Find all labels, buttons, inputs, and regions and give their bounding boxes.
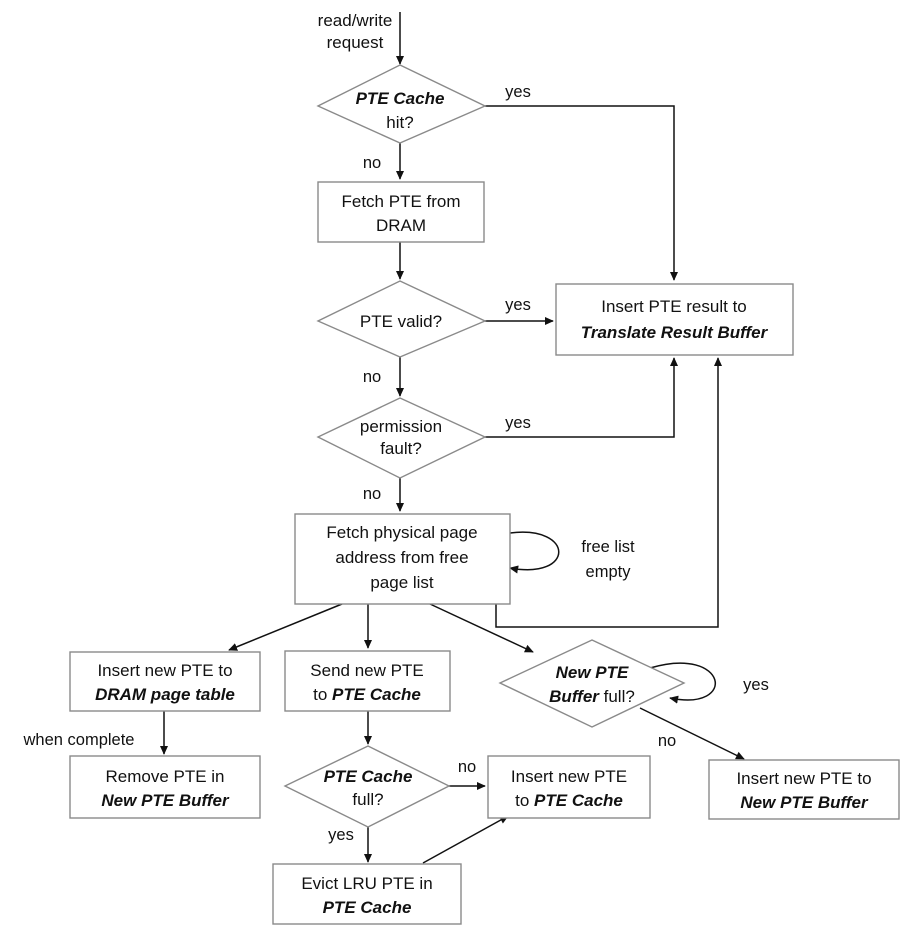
text-line: Remove PTE in (105, 767, 224, 786)
evict-lru-box (272, 863, 462, 925)
remove-pte-box (69, 755, 261, 819)
request-text: read/write request (318, 11, 393, 52)
free-list-empty-label-1: free list (581, 538, 635, 556)
edge-buffer-full-no (639, 707, 745, 760)
text-line: Send new PTE (310, 661, 423, 680)
text-line: Insert new PTE to (97, 661, 232, 680)
node-texts: read/write request PTE Cache hit? Fetch PT… (95, 11, 871, 917)
buffer-full-text: New PTE Buffer full? (549, 663, 635, 706)
text-line: Evict LRU PTE in (301, 874, 432, 893)
text-line: New PTE (556, 663, 629, 682)
text-line: full? (352, 790, 383, 809)
text-line: PTE valid? (360, 312, 442, 331)
insert-cache-box (487, 755, 651, 819)
text-line: Fetch PTE from (341, 192, 460, 211)
edge-buffer-full-yes-loop (649, 662, 717, 704)
pte-valid-diamond (316, 280, 487, 358)
edge-cache-hit-yes (485, 105, 679, 281)
text-line: hit? (386, 113, 413, 132)
cache-hit-yes-label: yes (505, 83, 531, 101)
text-line: Translate Result Buffer (581, 323, 769, 342)
fetch-phys-text: Fetch physical page address from free page… (326, 523, 477, 592)
evict-lru-text: Evict LRU PTE in PTE Cache (301, 874, 432, 917)
text-line: page list (370, 573, 434, 592)
insert-dram-pt-box (69, 651, 261, 712)
text-line: DRAM (376, 216, 426, 235)
cache-full-text: PTE Cache full? (324, 767, 413, 809)
insert-cache-text: Insert new PTE to PTE Cache (511, 767, 627, 810)
pte-valid-text: PTE valid? (360, 312, 442, 331)
valid-yes-label: yes (505, 296, 531, 314)
text-line: Fetch physical page (326, 523, 477, 542)
text-line: New PTE Buffer (101, 791, 230, 810)
edge-fetch-phys-to-dram-pt (228, 603, 343, 651)
text-line: Insert new PTE (511, 767, 627, 786)
send-cache-text: Send new PTE to PTE Cache (310, 661, 423, 704)
text-line: Insert new PTE to (736, 769, 871, 788)
insert-buffer-box (708, 759, 900, 820)
text-line: Buffer full? (549, 687, 635, 706)
edge-perm-yes (485, 357, 679, 438)
buffer-full-diamond (498, 639, 686, 728)
perm-no-label: no (363, 485, 381, 503)
edge-fetch-phys-to-buffer-full (429, 603, 534, 653)
text-line: New PTE Buffer (740, 793, 869, 812)
text-line: permission (360, 417, 442, 436)
free-list-empty-label-2: empty (586, 563, 632, 581)
insert-result-box (555, 283, 794, 356)
buffer-full-no-label: no (658, 732, 676, 750)
cache-full-no-label: no (458, 758, 476, 776)
perm-fault-diamond (316, 397, 487, 479)
buffer-full-yes-label: yes (743, 676, 769, 694)
cache-full-diamond (283, 745, 451, 828)
text-line: PTE Cache (324, 767, 413, 786)
perm-yes-label: yes (505, 414, 531, 432)
text-line: to PTE Cache (313, 685, 421, 704)
edge-evict-to-insert-cache (422, 815, 509, 864)
text-line: to PTE Cache (515, 791, 623, 810)
insert-result-text: Insert PTE result to Translate Result Buf… (581, 297, 769, 342)
edge-fetch-phys-to-result (495, 357, 723, 628)
text-line: request (327, 33, 384, 52)
cache-hit-text: PTE Cache hit? (356, 89, 445, 132)
text-line: fault? (380, 439, 422, 458)
edges (159, 12, 745, 864)
text-line: DRAM page table (95, 685, 235, 704)
when-complete-label: when complete (23, 731, 135, 749)
insert-dram-pt-text: Insert new PTE to DRAM page table (95, 661, 235, 704)
text-line: read/write (318, 11, 393, 30)
cache-full-yes-label: yes (328, 826, 354, 844)
cache-hit-diamond (316, 64, 487, 144)
fetch-dram-box (317, 181, 485, 243)
text-line: address from free (335, 548, 468, 567)
text-line: PTE Cache (356, 89, 445, 108)
node-shapes (69, 64, 900, 925)
send-cache-box (284, 650, 451, 712)
perm-fault-text: permission fault? (360, 417, 442, 458)
insert-buffer-text: Insert new PTE to New PTE Buffer (736, 769, 871, 812)
fetch-phys-box (294, 513, 511, 605)
cache-hit-no-label: no (363, 154, 381, 172)
text-line: Insert PTE result to (601, 297, 747, 316)
valid-no-label: no (363, 368, 381, 386)
edge-free-list-empty-loop (509, 531, 560, 574)
text-line: PTE Cache (323, 898, 412, 917)
edge-labels: yes no yes no yes no free list empty yes… (23, 83, 769, 844)
remove-pte-text: Remove PTE in New PTE Buffer (101, 767, 230, 810)
